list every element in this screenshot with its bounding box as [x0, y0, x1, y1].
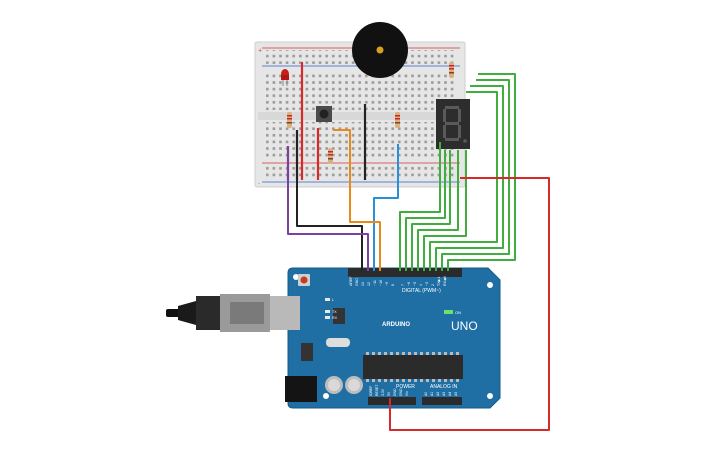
arduino-uno-icon[interactable] — [285, 267, 501, 409]
led-icon[interactable] — [281, 69, 289, 86]
digital-pin-labels: AREF GND 13 12 ~11 ~10 ~9 8 7 ~6 ~5 4 ~3… — [349, 276, 447, 286]
arduino-logo-text: ARDUINO — [382, 322, 410, 328]
digital-header-label: DIGITAL (PWM~) — [402, 288, 441, 294]
pin-33v-label: 3.3V — [381, 388, 385, 396]
analog-pin-labels: A0 A1 A2 A3 A4 A5 — [424, 392, 458, 396]
pin-rx-label: RX◀0 — [443, 276, 447, 286]
usb-cable-icon[interactable] — [166, 294, 300, 332]
svg-text:-: - — [258, 181, 260, 187]
pin-a1-label: A1 — [430, 392, 434, 396]
analog-label: ANALOG IN — [430, 384, 458, 390]
pin-vin-label: Vin — [405, 391, 409, 396]
pin-5-label: ~5 — [413, 282, 417, 286]
arduino-model-label: UNO — [451, 319, 478, 333]
pin-a4-label: A4 — [448, 392, 452, 396]
pin-reset-label: RESET — [375, 385, 379, 396]
on-led-label: ON — [455, 310, 461, 315]
pin-4-label: 4 — [419, 284, 423, 286]
pin-gnd-label: GND — [355, 278, 359, 286]
led-rx-label: RX — [332, 316, 338, 320]
pin-2-label: 2 — [431, 284, 435, 286]
pin-9-label: ~9 — [385, 282, 389, 286]
pin-gnd2-label: GND — [399, 388, 403, 396]
pin-7-label: 7 — [401, 284, 405, 286]
power-pin-labels: IOREF RESET 3.3V 5V GND GND Vin — [369, 385, 409, 396]
pin-13-label: 13 — [361, 282, 365, 286]
pin-6-label: ~6 — [407, 282, 411, 286]
seven-segment-display-icon[interactable] — [436, 99, 470, 149]
pin-5v-label: 5V — [387, 391, 391, 396]
pin-10-label: ~10 — [379, 280, 383, 286]
buzzer-icon[interactable] — [352, 22, 408, 78]
led-l-label: L — [332, 298, 334, 302]
power-label: POWER — [396, 384, 415, 390]
resistor-icon[interactable] — [395, 112, 400, 128]
pin-3-label: ~3 — [425, 282, 429, 286]
resistor-icon[interactable] — [287, 112, 292, 128]
pin-12-label: 12 — [367, 282, 371, 286]
pin-ioref-label: IOREF — [369, 386, 373, 396]
breadboard-jumpers — [286, 62, 367, 180]
pin-11-label: ~11 — [373, 280, 377, 286]
pin-a0-label: A0 — [424, 392, 428, 396]
pin-a3-label: A3 — [442, 392, 446, 396]
svg-text:+: + — [258, 48, 262, 54]
resistor-icon[interactable] — [449, 62, 454, 78]
pin-a5-label: A5 — [454, 392, 458, 396]
pin-aref-label: AREF — [349, 276, 353, 286]
status-leds: L TX RX — [325, 298, 338, 320]
pushbutton-icon[interactable] — [316, 106, 332, 122]
pin-a2-label: A2 — [436, 392, 440, 396]
pin-tx-label: TX▶1 — [437, 277, 441, 286]
wires[interactable] — [287, 73, 550, 431]
pin-gnd1-label: GND — [393, 388, 397, 396]
led-tx-label: TX — [332, 310, 337, 314]
resistor-icon[interactable] — [328, 148, 333, 164]
pin-8-label: 8 — [391, 284, 395, 286]
